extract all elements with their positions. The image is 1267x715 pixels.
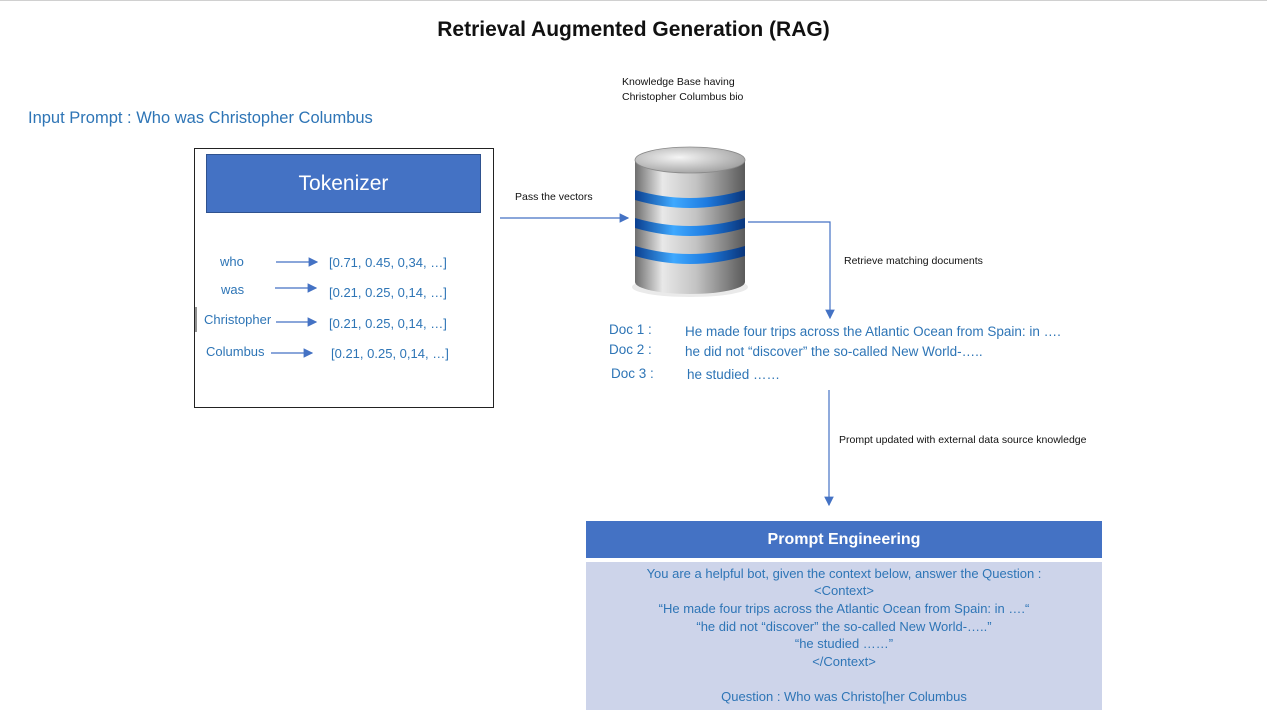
doc-text-1: He made four trips across the Atlantic O… (685, 324, 1061, 339)
knowledge-base-label-line2: Christopher Columbus bio (622, 91, 744, 103)
database-icon (632, 146, 748, 297)
token-word-christopher: Christopher (204, 312, 272, 327)
prompt-line-instruction: You are a helpful bot, given the context… (646, 566, 1042, 581)
prompt-engineering-header: Prompt Engineering (586, 521, 1102, 558)
prompt-line-doc1: “He made four trips across the Atlantic … (658, 601, 1030, 616)
prompt-engineering-body (586, 562, 1102, 710)
doc-text-2: he did not “discover” the so-called New … (685, 344, 983, 359)
prompt-updated-label: Prompt updated with external data source… (839, 434, 1087, 446)
doc-label-3: Doc 3 : (611, 366, 654, 381)
tokenizer-header: Tokenizer (206, 154, 481, 213)
doc-label-2: Doc 2 : (609, 342, 652, 357)
doc-label-1: Doc 1 : (609, 322, 652, 337)
retrieve-documents-label: Retrieve matching documents (844, 255, 983, 267)
input-prompt: Input Prompt : Who was Christopher Colum… (28, 109, 373, 127)
token-vector-christopher: [0.21, 0.25, 0,14, …] (329, 316, 447, 331)
diagram-title: Retrieval Augmented Generation (RAG) (437, 18, 830, 41)
token-vector-who: [0.71, 0.45, 0,34, …] (329, 255, 447, 270)
token-word-who: who (220, 254, 244, 269)
token-word-was: was (221, 282, 245, 297)
token-vector-columbus: [0.21, 0.25, 0,14, …] (331, 346, 449, 361)
prompt-line-doc3: “he studied ……” (794, 636, 894, 651)
knowledge-base-label-line1: Knowledge Base having (622, 76, 735, 88)
knowledge-base-label: Knowledge Base having Christopher Columb… (622, 75, 743, 105)
top-border (0, 0, 1267, 1)
prompt-line-context-close: </Context> (812, 654, 876, 669)
prompt-line-question: Question : Who was Christo[her Columbus (721, 689, 967, 704)
prompt-line-context-open: <Context> (814, 583, 874, 598)
tokenizer-box (194, 148, 494, 408)
token-word-columbus: Columbus (206, 344, 265, 359)
prompt-line-doc2: “he did not “discover” the so-called New… (696, 619, 992, 634)
doc-text-3: he studied …… (687, 367, 781, 382)
arrow-retrieve (748, 221, 835, 320)
pass-vectors-label: Pass the vectors (515, 191, 593, 203)
token-vector-was: [0.21, 0.25, 0,14, …] (329, 285, 447, 300)
